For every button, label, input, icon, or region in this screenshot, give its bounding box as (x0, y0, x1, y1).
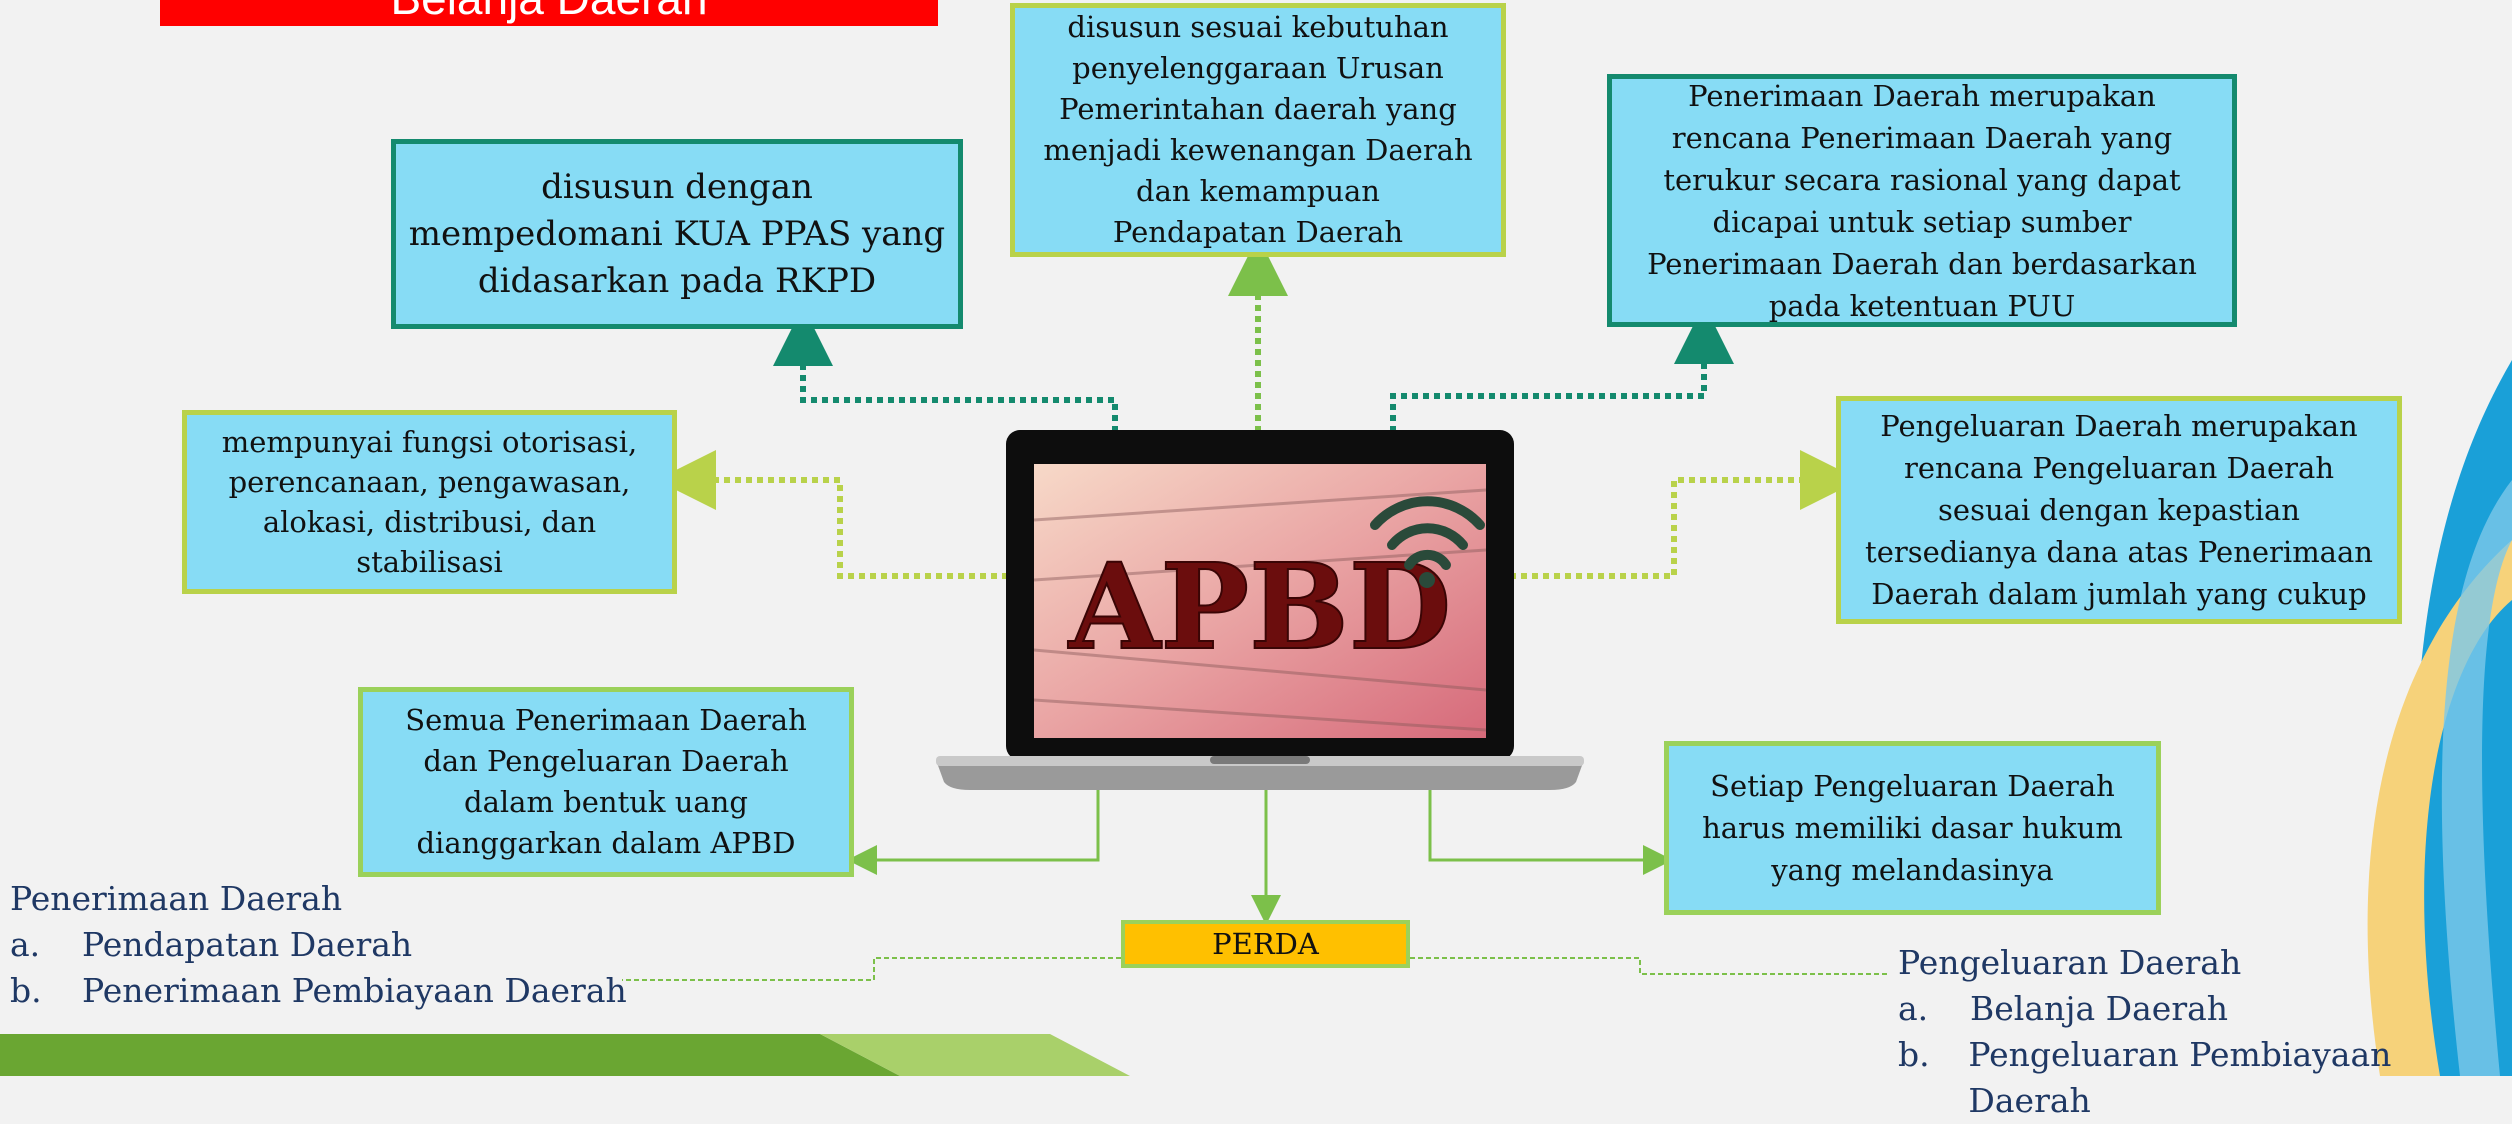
connector-pengeluaran (1510, 450, 1860, 579)
background-decoration (2367, 360, 2512, 1076)
list-pengeluaran-daerah: Pengeluaran Daerah a. Belanja Daerah b. … (1898, 940, 2512, 1124)
perda-label: PERDA (1121, 920, 1410, 968)
list-text: Penerimaan Pembiayaan Daerah (82, 971, 627, 1010)
box-dasar-hukum: Setiap Pengeluaran Daerah harus memiliki… (1664, 741, 2161, 915)
list-item: b. Penerimaan Pembiayaan Daerah (10, 968, 627, 1014)
list-marker: b. (1898, 1035, 1930, 1074)
connector-perda-right (1410, 957, 1890, 975)
bottom-green-bar (0, 1034, 1400, 1076)
connector-fungsi (656, 450, 1008, 579)
box-semua-penerimaan: Semua Penerimaan Daerah dan Pengeluaran … (358, 687, 854, 877)
list-text: Pendapatan Daerah (82, 925, 413, 964)
list-text: Belanja Daerah (1970, 989, 2229, 1028)
box-kua-ppas: disusun dengan mempedomani KUA PPAS yang… (391, 139, 963, 329)
connector-perda-left (622, 957, 1121, 981)
connector-dasar (1428, 790, 1673, 875)
list-marker: a. (10, 925, 41, 964)
list-heading: Pengeluaran Daerah (1898, 943, 2242, 982)
list-text: Pengeluaran Pembiayaan Daerah (1968, 1035, 2392, 1120)
connector-lines (622, 236, 1890, 981)
box-fungsi: mempunyai fungsi otorisasi, perencanaan,… (182, 410, 677, 594)
box-penerimaan-daerah: Penerimaan Daerah merupakan rencana Pene… (1607, 74, 2237, 327)
list-marker: a. (1898, 989, 1929, 1028)
connector-penerimaan (1390, 304, 1734, 432)
box-urusan-pemerintahan: disusun sesuai kebutuhan penyelenggaraan… (1010, 3, 1506, 257)
box-pengeluaran-daerah: Pengeluaran Daerah merupakan rencana Pen… (1836, 396, 2402, 624)
list-penerimaan-daerah: Penerimaan Daerah a. Pendapatan Daerah b… (10, 876, 627, 1014)
light-blue-swoosh (2441, 480, 2512, 1076)
laptop-apbd-image: APBD (930, 430, 1590, 802)
list-heading: Penerimaan Daerah (10, 879, 343, 918)
list-marker: b. (10, 971, 42, 1010)
page-title: Belanja Daerah (160, 0, 938, 26)
wifi-icon (1370, 496, 1485, 570)
list-item: b. Pengeluaran Pembiayaan Daerah (1898, 1032, 2512, 1124)
list-item: a. Belanja Daerah (1898, 986, 2512, 1032)
list-item: a. Pendapatan Daerah (10, 922, 627, 968)
connector-semua (847, 790, 1100, 875)
connector-kua (773, 306, 1118, 432)
apbd-label: APBD (1068, 537, 1451, 676)
yellow-swoosh (2367, 540, 2512, 1076)
